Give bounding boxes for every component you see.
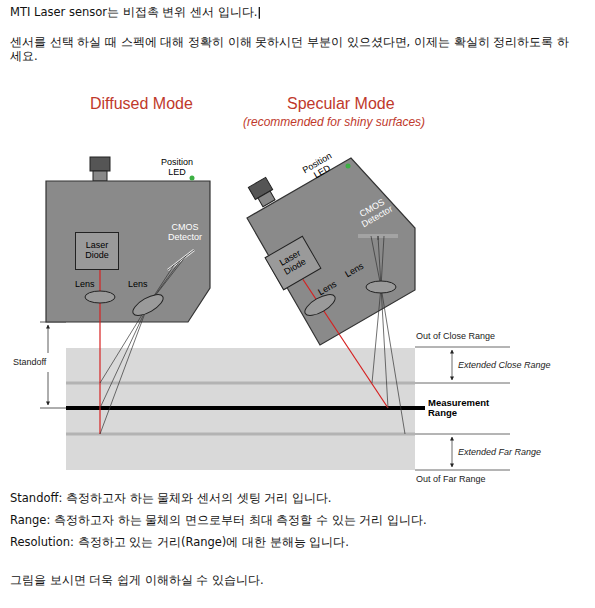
laser-diode-box: Laser Diode <box>75 232 119 270</box>
far-limit <box>66 433 415 436</box>
range-label: Extended Far Range <box>458 447 541 458</box>
standoff-label: Standoff <box>13 357 46 368</box>
laser-diode-box: Laser Diode <box>264 236 321 291</box>
component-label: Laser Diode <box>270 244 316 282</box>
lens-label: Lens <box>128 280 148 290</box>
range-label: Out of Far Range <box>416 474 486 485</box>
lens-label: Lens <box>317 280 339 298</box>
range-label: Measurement Range <box>428 398 498 418</box>
definition-line: Standoff: 측정하고자 하는 물체와 센서의 셋팅 거리 입니다. <box>10 492 332 506</box>
definition-line: Range: 측정하고자 하는 물체의 면으로부터 최대 측정할 수 있는 거리… <box>10 514 427 528</box>
closing-line: 그림을 보시면 더욱 쉽게 이해하실 수 있습니다. <box>10 574 264 588</box>
led-label: Position LED <box>298 149 343 186</box>
target-surface <box>66 406 425 410</box>
specular-sensor <box>247 158 415 434</box>
mode-title: Diffused Mode <box>90 94 193 113</box>
component-label: Laser Diode <box>76 241 118 261</box>
lens-label: Lens <box>344 262 366 280</box>
led-label: Position LED <box>157 158 197 178</box>
detector-label: CMOS Detector <box>162 223 208 243</box>
range-label: Extended Close Range <box>458 360 551 371</box>
definition-line: Resolution: 측정하고 있는 거리(Range)에 대한 분해능 입니… <box>10 536 349 550</box>
intro-line: 센서를 선택 하실 때 스펙에 대해 정확히 이해 못하시던 부분이 있으셨다면… <box>10 36 575 64</box>
lens-label: Lens <box>75 280 95 290</box>
intro-line: MTI Laser sensor는 비접촉 변위 센서 입니다. <box>10 6 257 20</box>
mode-title: Specular Mode <box>287 94 395 113</box>
detector-label: CMOS Detector <box>350 193 400 233</box>
mode-note: (recommended for shiny surfaces) <box>243 115 425 129</box>
text-cursor <box>259 7 260 19</box>
diffused-sensor <box>46 157 210 434</box>
range-label: Out of Close Range <box>416 331 495 342</box>
